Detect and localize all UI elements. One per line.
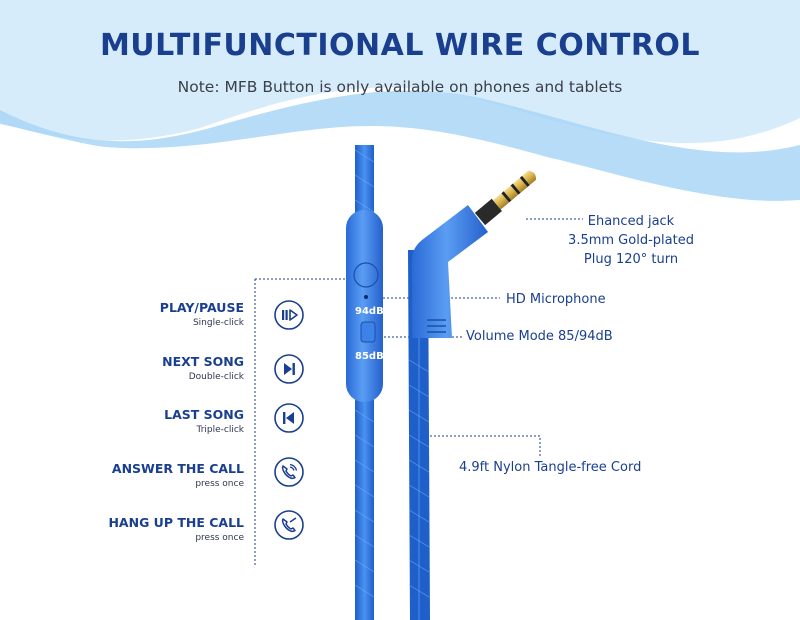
jack-callout-line: Plug 120° turn	[583, 252, 679, 267]
jack-callout-line: Ehanced jack	[587, 214, 675, 229]
function-name: HANG UP THE CALL	[108, 515, 244, 530]
header-wave-mid	[0, 90, 800, 201]
function-hang-up: HANG UP THE CALL press once	[108, 515, 244, 543]
function-name: ANSWER THE CALL	[111, 461, 244, 476]
phone-hangup-icon	[274, 510, 304, 540]
function-action: press once	[195, 533, 244, 543]
function-name: LAST SONG	[164, 407, 244, 422]
function-action: Double-click	[188, 372, 244, 382]
function-name: NEXT SONG	[162, 354, 244, 369]
db-low-label: 85dB	[355, 351, 384, 362]
function-next-song: NEXT SONG Double-click	[162, 354, 244, 382]
mfb-note: Note: MFB Button is only available on ph…	[177, 78, 623, 96]
volume-mode-callout: Volume Mode 85/94dB	[466, 329, 613, 344]
header-wave-light	[0, 0, 800, 144]
function-action: Single-click	[192, 318, 244, 328]
microphone-callout: HD Microphone	[506, 292, 606, 307]
previous-track-icon	[274, 403, 304, 433]
cord-callout: 4.9ft Nylon Tangle-free Cord	[459, 460, 642, 475]
gold-plug	[474, 170, 536, 226]
jack-cable-braid	[408, 359, 430, 598]
header-wave-white	[0, 124, 800, 620]
remote-body	[346, 210, 383, 402]
cord-braid	[354, 149, 375, 598]
strain-relief-ridges	[427, 319, 446, 333]
db-high-label: 94dB	[355, 306, 384, 317]
function-name: PLAY/PAUSE	[159, 300, 244, 315]
jack-callout-line: 3.5mm Gold-plated	[568, 233, 694, 248]
phone-answer-icon	[274, 457, 304, 487]
volume-switch	[360, 321, 376, 343]
microphone-hole	[364, 295, 368, 299]
play-pause-icon	[274, 300, 304, 330]
function-play-pause: PLAY/PAUSE Single-click	[160, 300, 244, 328]
jack-callout: Ehanced jack 3.5mm Gold-plated Plug 120°…	[556, 212, 706, 269]
jack-housing	[412, 205, 488, 338]
function-answer-call: ANSWER THE CALL press once	[112, 461, 244, 489]
next-track-icon	[274, 354, 304, 384]
function-last-song: LAST SONG Triple-click	[164, 407, 244, 435]
function-action: Triple-click	[196, 425, 244, 435]
function-action: press once	[195, 479, 244, 489]
mfb-button	[353, 262, 379, 288]
page-title: MULTIFUNCTIONAL WIRE CONTROL	[99, 28, 701, 63]
